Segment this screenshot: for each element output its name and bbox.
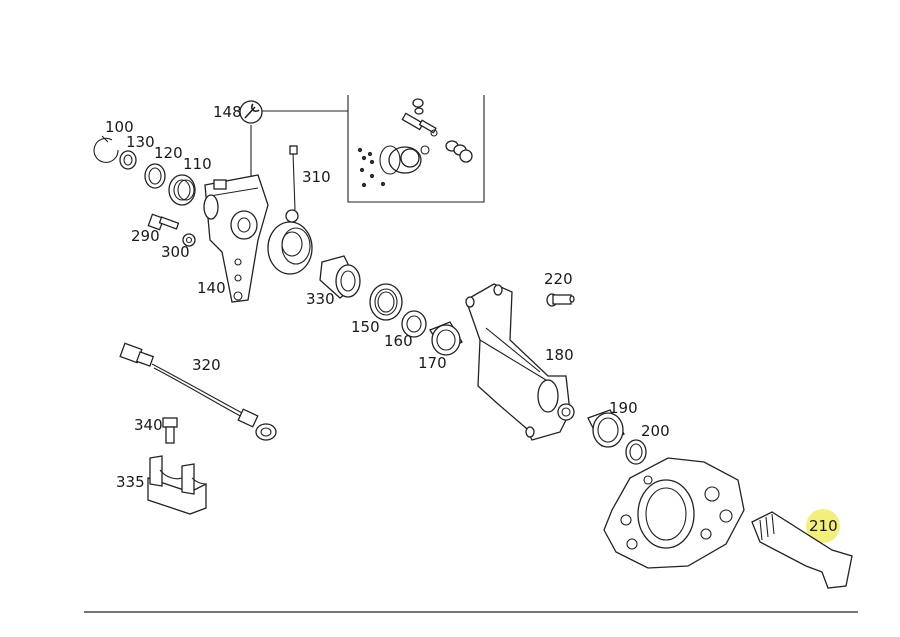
- label-200: 200: [641, 422, 670, 440]
- label-330: 330: [306, 290, 335, 308]
- label-180: 180: [545, 346, 574, 364]
- slack-adjuster-140: [203, 174, 269, 303]
- label-290: 290: [131, 227, 160, 245]
- washer-120: [144, 163, 166, 189]
- camshaft-210: [751, 509, 853, 589]
- seal-150: [369, 283, 403, 321]
- label-335: 335: [116, 473, 145, 491]
- label-210: 210: [809, 517, 838, 535]
- ring-200: [625, 439, 647, 465]
- label-170: 170: [418, 354, 447, 372]
- brake-anchor-plate: [603, 457, 745, 569]
- sleeve-330: [319, 255, 361, 299]
- label-300: 300: [161, 243, 190, 261]
- washer-130: [119, 150, 137, 170]
- label-340: 340: [134, 416, 163, 434]
- ring-160: [401, 310, 427, 338]
- label-320: 320: [192, 356, 221, 374]
- bushing-190: [587, 409, 625, 448]
- circlip-100: [93, 137, 119, 163]
- label-130: 130: [126, 133, 155, 151]
- wrench-icon: [239, 100, 263, 124]
- label-140: 140: [197, 279, 226, 297]
- bolt-220: [546, 293, 575, 307]
- repair-kit-inset: [250, 95, 485, 203]
- label-150: 150: [351, 318, 380, 336]
- label-120: 120: [154, 144, 183, 162]
- label-110: 110: [183, 155, 212, 173]
- sensor-cable-320: [119, 342, 277, 441]
- label-310: 310: [302, 168, 331, 186]
- bolt-290: [147, 213, 180, 231]
- sensor-bracket-310: [267, 145, 313, 275]
- highlight-marker-210: [806, 509, 840, 543]
- label-190: 190: [609, 399, 638, 417]
- washer-300: [182, 233, 196, 247]
- camshaft-bracket-180: [465, 283, 575, 441]
- label-148: 148: [213, 103, 242, 121]
- label-220: 220: [544, 270, 573, 288]
- cable-holder-335: [147, 455, 207, 515]
- gear-110: [168, 174, 196, 206]
- label-100: 100: [105, 118, 134, 136]
- part-labels: 100 130 120 110 148 310 290 300 140 330 …: [105, 103, 838, 535]
- bolt-340: [162, 417, 178, 444]
- bushing-170: [429, 321, 463, 356]
- label-160: 160: [384, 332, 413, 350]
- inset-small-parts: [357, 98, 473, 188]
- leader-lines: [101, 135, 109, 143]
